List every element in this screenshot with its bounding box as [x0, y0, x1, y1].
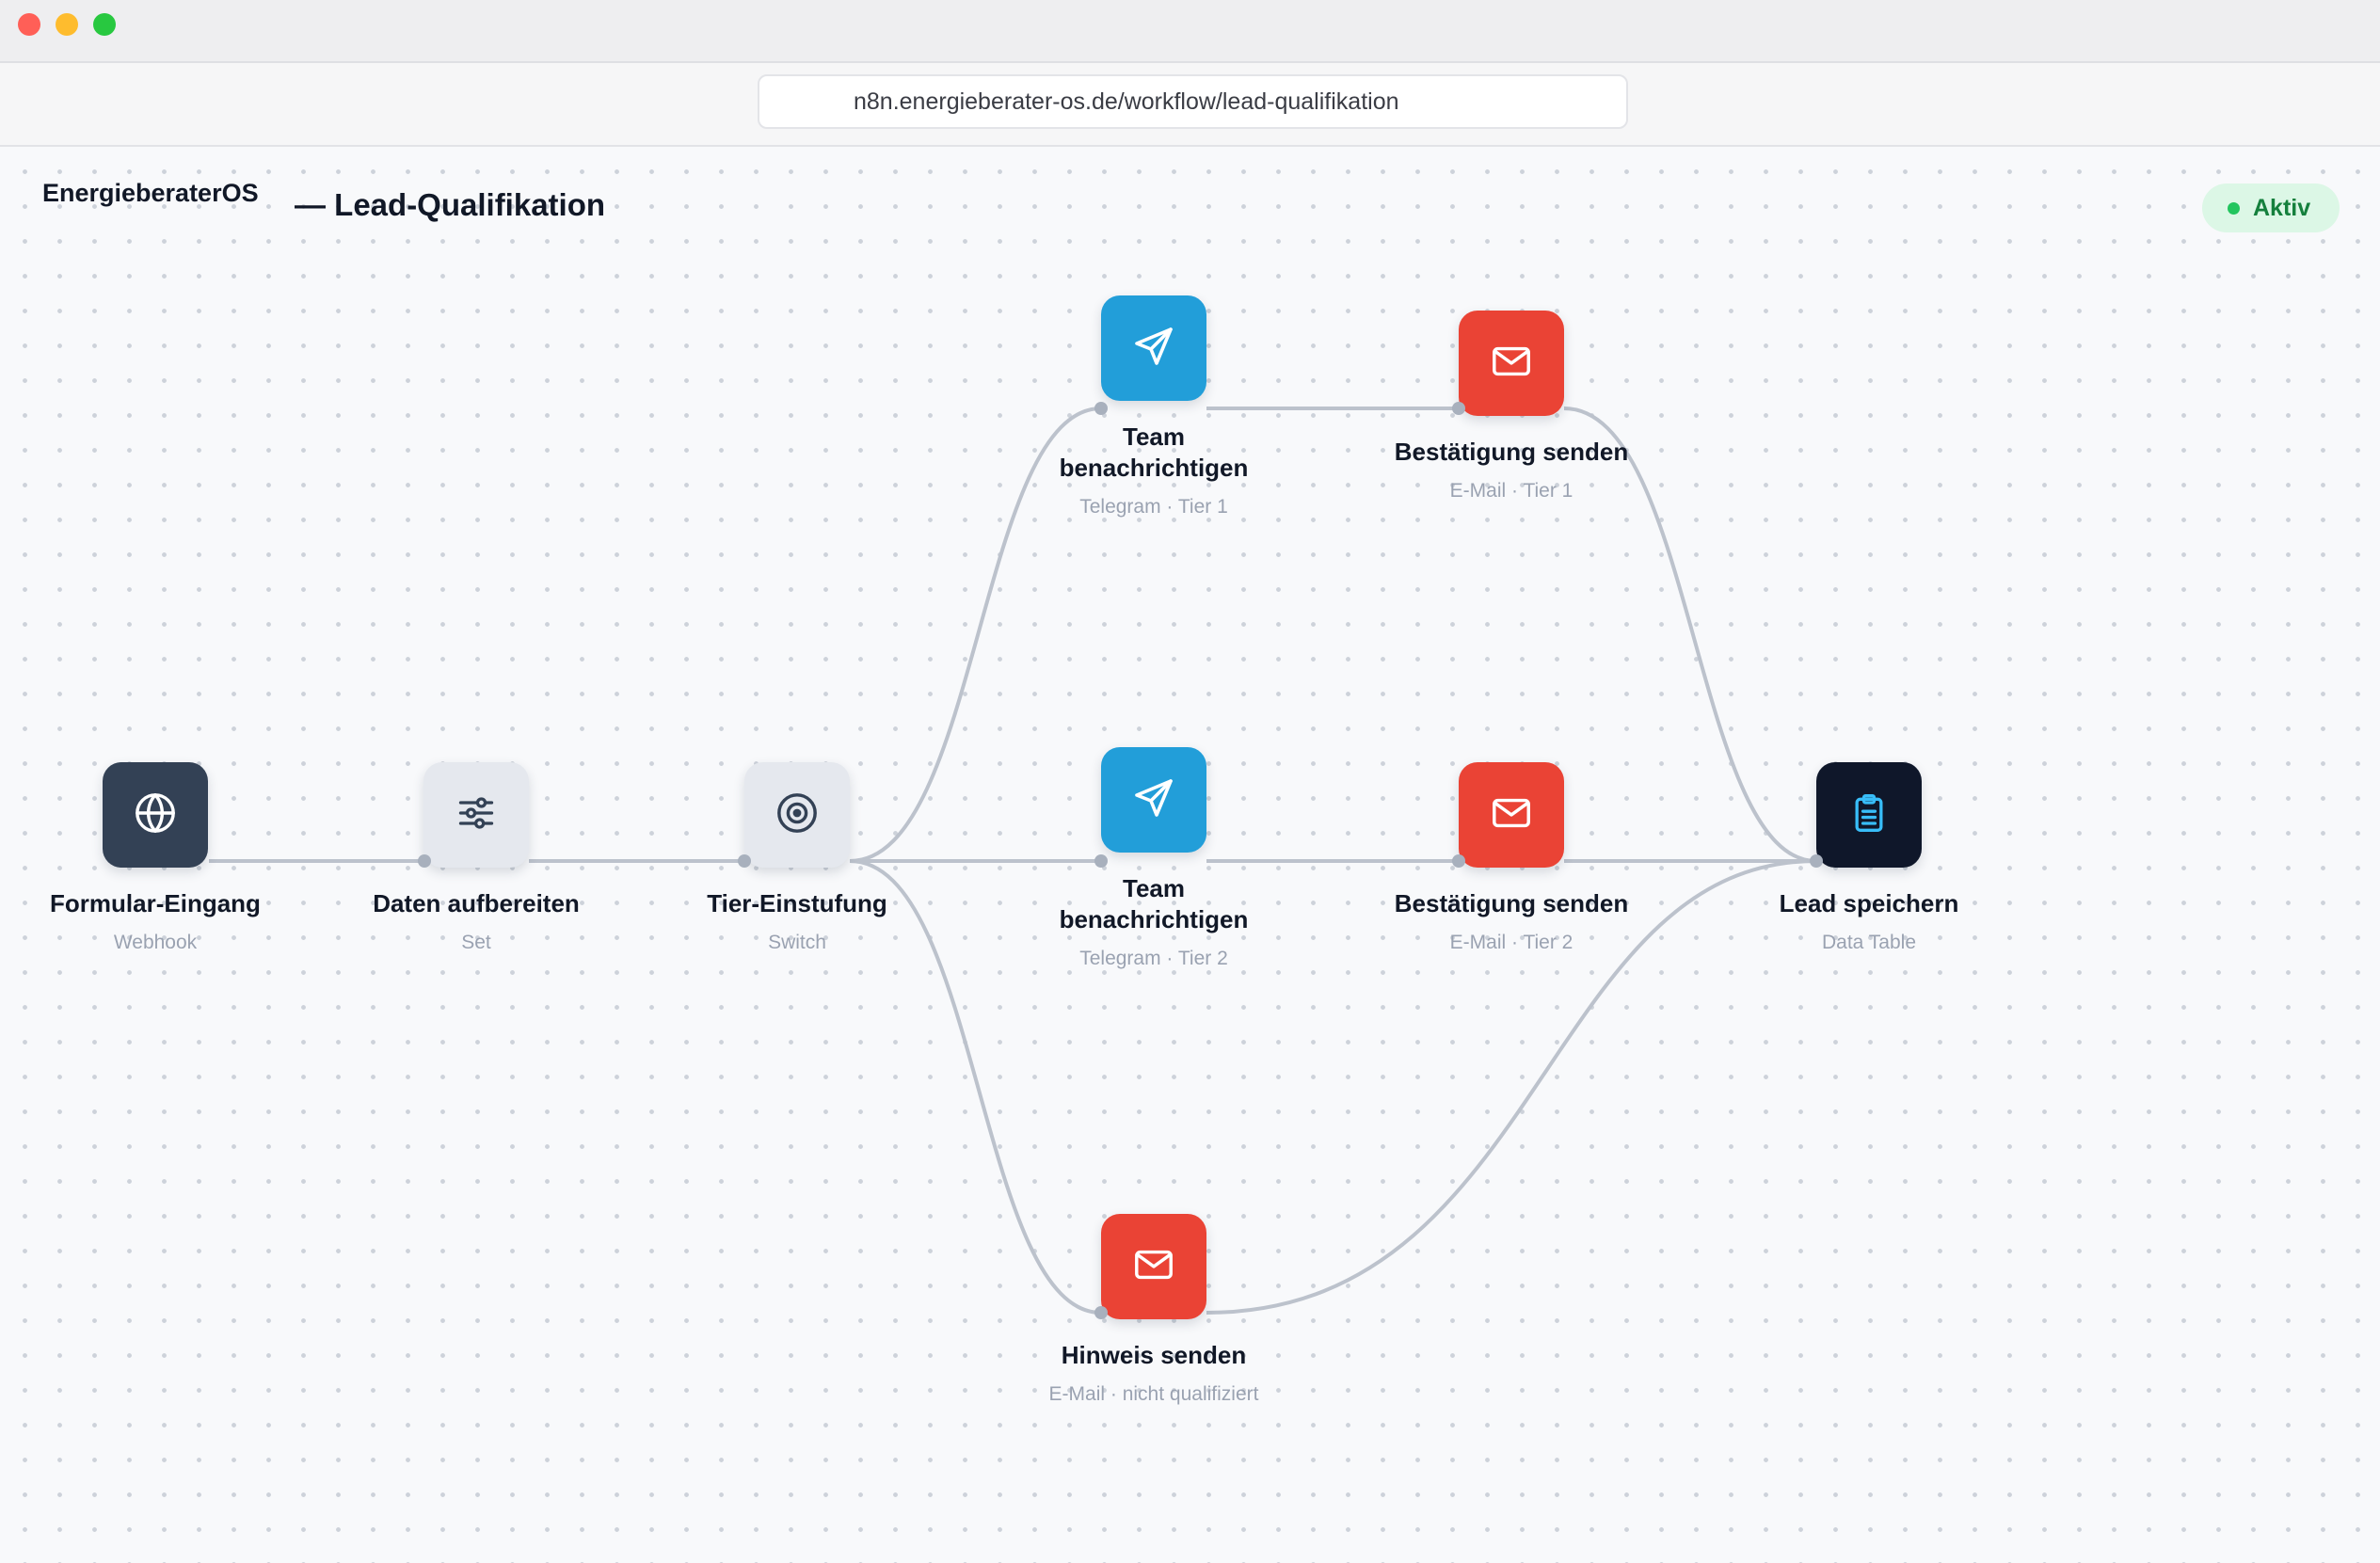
node-hinweis-senden[interactable]: Hinweis senden E-Mail · nicht qualifizie…	[998, 1214, 1309, 1407]
input-port-lead[interactable]	[1810, 854, 1823, 868]
mail-icon	[1132, 1243, 1175, 1291]
node-label: Team benachrichtigen	[1059, 874, 1249, 933]
node-team-benachrichtigen-tier1[interactable]: Team benachrichtigen Telegram · Tier 1	[998, 295, 1309, 519]
input-port-daten[interactable]	[418, 854, 431, 868]
node-type: Telegram · Tier 2	[1079, 948, 1228, 969]
status-badge[interactable]: Aktiv	[2202, 183, 2340, 232]
input-port-tier[interactable]	[738, 854, 751, 868]
node-type: Data Table	[1821, 932, 1917, 953]
node-daten-aufbereiten[interactable]: Daten aufbereiten Set	[321, 762, 631, 955]
maximize-window-button[interactable]	[93, 13, 116, 36]
node-label: Hinweis senden	[1061, 1341, 1247, 1369]
node-tier-box[interactable]	[744, 762, 850, 868]
node-lead-speichern[interactable]: Lead speichern Data Table	[1714, 762, 2024, 955]
node-type: Telegram · Tier 1	[1079, 496, 1228, 518]
send-icon	[1131, 324, 1176, 374]
node-team-benachrichtigen-tier2[interactable]: Team benachrichtigen Telegram · Tier 2	[998, 747, 1309, 971]
node-team2-box[interactable]	[1101, 747, 1206, 853]
input-port-team2[interactable]	[1094, 854, 1108, 868]
url-text[interactable]: n8n.energieberater-os.de/workflow/lead-q…	[854, 88, 1399, 115]
workflow-title: — Lead-Qualifikation	[295, 187, 606, 222]
node-formular-box[interactable]	[103, 762, 208, 868]
node-hinweis-box[interactable]	[1101, 1214, 1206, 1319]
sliders-icon	[455, 792, 497, 838]
node-formular-eingang[interactable]: Formular-Eingang Webhook	[0, 762, 311, 955]
node-type: Webhook	[113, 932, 198, 953]
node-bestaetigung-senden-tier1[interactable]: Bestätigung senden E-Mail · Tier 1	[1356, 311, 1667, 503]
target-icon	[775, 791, 819, 839]
node-type: E-Mail · nicht qualifiziert	[1048, 1383, 1259, 1405]
input-port-team1[interactable]	[1094, 402, 1108, 415]
node-label: Lead speichern	[1779, 889, 1959, 917]
node-tier-einstufung[interactable]: Tier-Einstufung Switch	[642, 762, 952, 955]
mail-icon	[1490, 791, 1533, 839]
node-mail1-box[interactable]	[1459, 311, 1564, 416]
node-label: Team benachrichtigen	[1059, 423, 1249, 482]
mail-icon	[1490, 340, 1533, 388]
input-port-mail2[interactable]	[1452, 854, 1465, 868]
node-label: Bestätigung senden	[1394, 438, 1629, 466]
input-port-hinweis[interactable]	[1094, 1306, 1108, 1319]
node-label: Bestätigung senden	[1394, 889, 1629, 917]
clipboard-icon	[1848, 792, 1890, 838]
brand-name: EnergieberaterOS	[42, 179, 259, 207]
window-titlebar	[0, 0, 2380, 63]
node-type: Set	[461, 932, 491, 953]
node-lead-box[interactable]	[1816, 762, 1922, 868]
node-type: Switch	[768, 932, 826, 953]
node-team1-box[interactable]	[1101, 295, 1206, 401]
browser-toolbar: n8n.energieberater-os.de/workflow/lead-q…	[0, 63, 2380, 147]
node-type: E-Mail · Tier 2	[1449, 932, 1573, 953]
globe-icon	[134, 791, 177, 839]
status-dot-icon	[2228, 202, 2240, 215]
node-type: E-Mail · Tier 1	[1449, 480, 1573, 502]
node-label: Tier-Einstufung	[707, 889, 887, 917]
status-label: Aktiv	[2253, 195, 2311, 221]
node-label: Formular-Eingang	[50, 889, 261, 917]
node-mail2-box[interactable]	[1459, 762, 1564, 868]
send-icon	[1131, 775, 1176, 825]
address-bar[interactable]: n8n.energieberater-os.de/workflow/lead-q…	[758, 74, 1628, 129]
node-bestaetigung-senden-tier2[interactable]: Bestätigung senden E-Mail · Tier 2	[1356, 762, 1667, 955]
input-port-mail1[interactable]	[1452, 402, 1465, 415]
node-label: Daten aufbereiten	[373, 889, 580, 917]
close-window-button[interactable]	[18, 13, 40, 36]
node-daten-box[interactable]	[423, 762, 529, 868]
minimize-window-button[interactable]	[56, 13, 78, 36]
